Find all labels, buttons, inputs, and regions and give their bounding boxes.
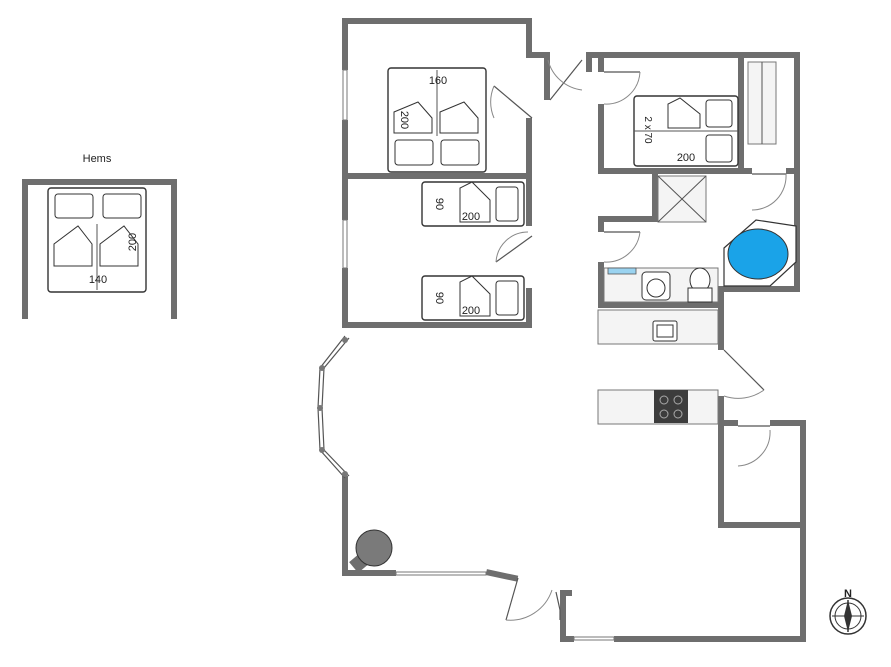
single1-bed-width: 90: [433, 198, 445, 210]
bedroom-single-bed-1: 90 200: [421, 181, 525, 227]
bedroom-twin-beds: 2 x 70 200: [633, 95, 739, 167]
loft-bed-length: 200: [127, 233, 139, 251]
kitchen: [597, 309, 719, 425]
windows: [317, 69, 615, 641]
twin-bed-width: 2 x 70: [642, 116, 653, 144]
main-bed-width: 160: [429, 75, 447, 87]
doors: [490, 59, 787, 621]
loft-wall-top: [22, 179, 177, 185]
compass-north-label: N: [844, 588, 852, 600]
loft: Hems 140 200: [22, 153, 177, 319]
twin-bed-length: 200: [677, 152, 695, 164]
single1-bed-length: 200: [462, 211, 480, 223]
loft-title: Hems: [83, 153, 112, 165]
main-bed-length: 200: [398, 111, 410, 129]
bedroom-single-bed-2: 90 200: [421, 275, 525, 321]
compass: N: [829, 588, 867, 635]
loft-wall-left: [22, 179, 28, 319]
stove: [654, 390, 688, 423]
single2-bed-width: 90: [433, 292, 445, 304]
bathroom-fixtures: [603, 175, 797, 303]
wardrobe: [747, 61, 777, 145]
single2-bed-length: 200: [462, 305, 480, 317]
loft-double-bed: 140 200: [47, 187, 147, 293]
loft-bed-width: 140: [89, 274, 107, 286]
spa-bath-water: [727, 228, 789, 280]
fireplace: [349, 529, 393, 573]
exterior-walls: [342, 18, 806, 642]
loft-wall-right: [171, 179, 177, 319]
bedroom-main-double-bed: 160 200: [387, 67, 487, 173]
